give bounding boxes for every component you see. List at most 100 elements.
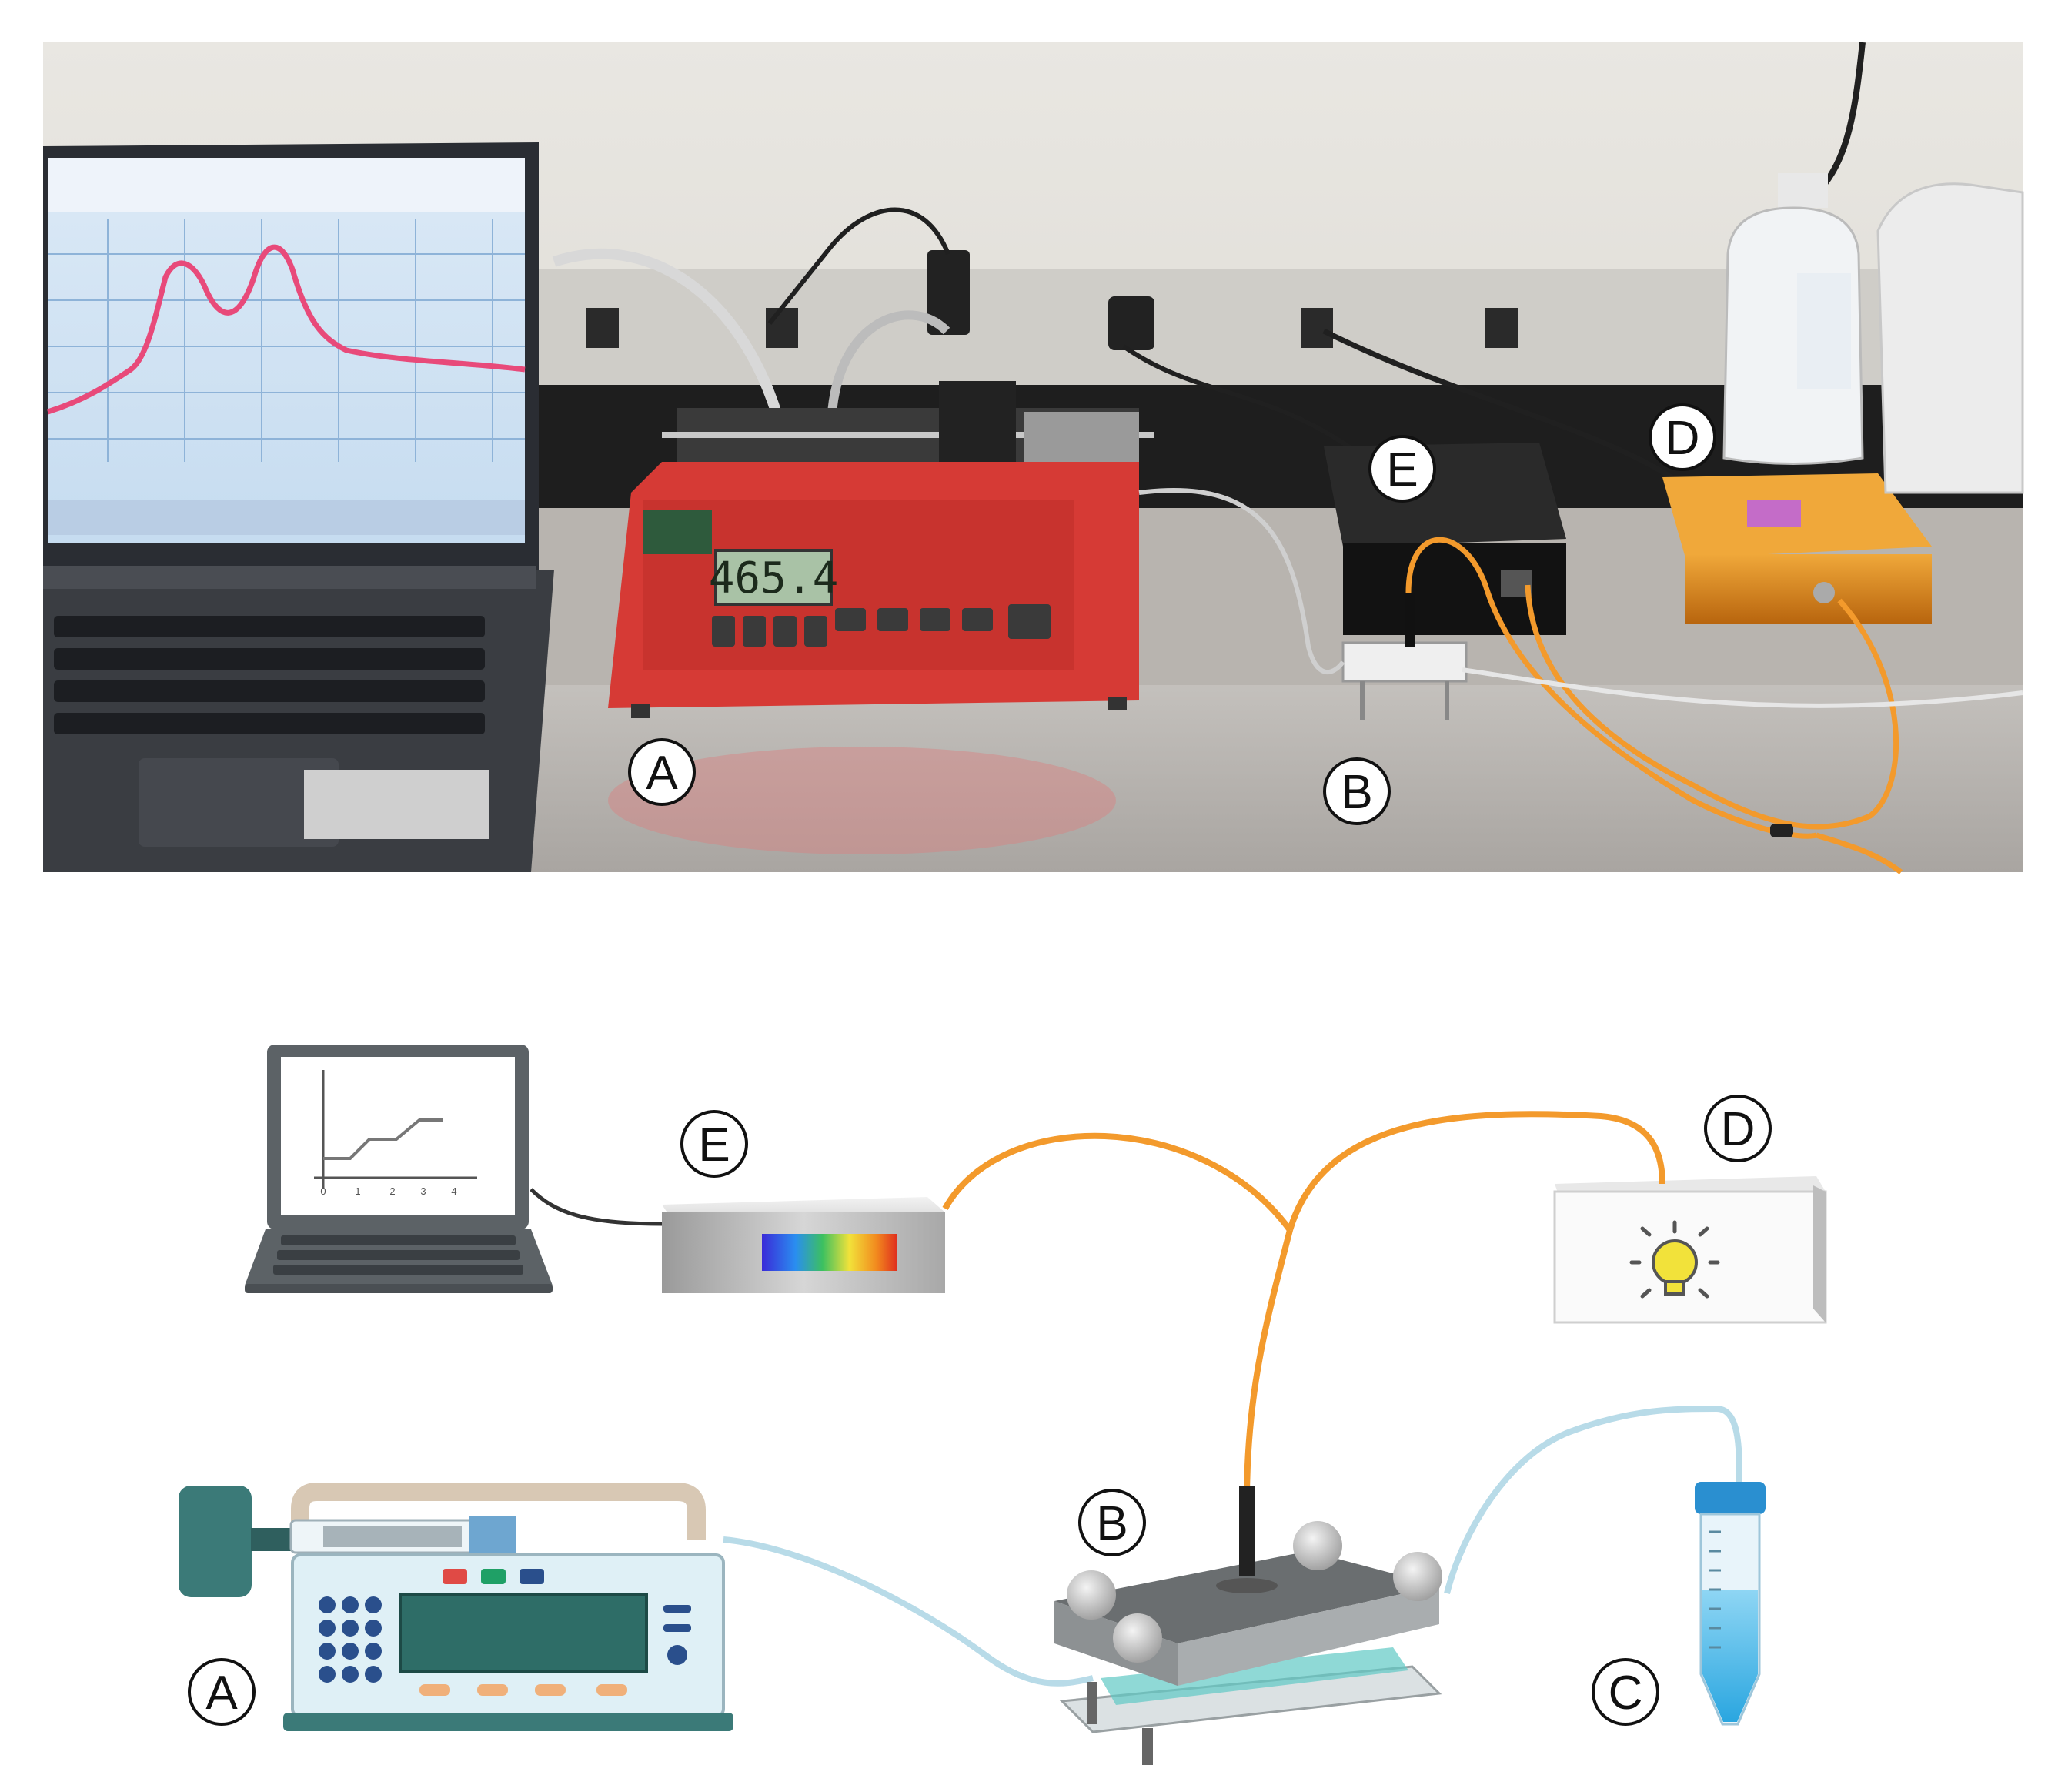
pump-buttons	[712, 604, 1051, 647]
keyboard	[273, 1235, 523, 1275]
plot-tick-2: 2	[389, 1185, 395, 1197]
schematic-callout-e: E	[680, 1110, 748, 1178]
spectrum-trace	[46, 244, 526, 415]
tubing-photo	[1462, 667, 2023, 708]
bottle-body	[1722, 206, 1864, 465]
pump-handle	[291, 1483, 706, 1540]
pump-screen	[399, 1593, 648, 1673]
syringe-plunger	[323, 1526, 462, 1547]
schematic-callout-c: C	[1592, 1658, 1659, 1726]
pump-display	[714, 549, 833, 606]
flow-cell-knob	[1293, 1521, 1342, 1570]
light-source-front	[1685, 554, 1932, 624]
usb-cable	[530, 1188, 663, 1226]
plot-step-line	[323, 1118, 443, 1160]
schematic-laptop: 0 1 2 3 4	[245, 1045, 553, 1293]
schematic-callout-a-label: A	[205, 1667, 238, 1720]
photo-callout-e-label: E	[1386, 443, 1418, 496]
plot-tick-1: 1	[355, 1185, 360, 1197]
outlet	[766, 308, 798, 348]
lightbulb-icon	[1629, 1220, 1720, 1299]
laptop-sticker	[304, 770, 489, 839]
schematic-callout-e-label: E	[698, 1118, 730, 1172]
tube-graduations	[1709, 1530, 1721, 1649]
schematic-callout-a: A	[188, 1658, 256, 1726]
screen-toolbar	[48, 158, 525, 212]
pump-clamp	[939, 381, 1016, 466]
fiber-optic-photo	[1525, 584, 1899, 830]
laptop	[43, 142, 554, 872]
flow-cell-knob	[1067, 1570, 1116, 1620]
spectrum-band	[762, 1234, 897, 1271]
laptop-screen	[281, 1057, 515, 1215]
flow-cell-knob	[1393, 1552, 1442, 1601]
schematic-callout-d: D	[1704, 1095, 1772, 1162]
light-source-photo	[1662, 473, 1932, 624]
collection-tube	[1695, 1482, 1766, 1726]
laptop-base-edge	[245, 1284, 553, 1293]
power-adapter	[927, 250, 970, 335]
photo-callout-a-label: A	[646, 747, 678, 800]
tubing-photo	[1138, 487, 1345, 675]
pump-tag	[643, 510, 712, 554]
flow-cell-probe	[1239, 1486, 1255, 1576]
cable	[1122, 344, 1371, 464]
pump-reflection	[608, 747, 1116, 854]
pump-base	[283, 1713, 733, 1731]
pump-motor	[179, 1486, 252, 1597]
wash-bottle	[1722, 173, 1864, 465]
keyboard	[54, 616, 485, 734]
fiber-optic-to-light-source	[1287, 1111, 1665, 1232]
flow-cell-channel	[1101, 1647, 1408, 1705]
schematic: 0 1 2 3 4	[179, 1045, 1827, 1765]
probe-tip	[1770, 824, 1793, 837]
flow-cell-photo	[1341, 593, 1468, 720]
light-source-side	[1813, 1185, 1826, 1322]
plot-tick-4: 4	[451, 1185, 456, 1197]
fiber-optic-to-spectrometer	[942, 1132, 1293, 1232]
plot-tick-0: 0	[320, 1185, 326, 1197]
light-source-label	[1747, 500, 1801, 527]
pump-motor-shaft	[251, 1528, 291, 1551]
light-source-connector	[1813, 582, 1835, 603]
schematic-callout-d-label: D	[1721, 1103, 1756, 1156]
photo-callout-a: A	[628, 738, 696, 806]
flow-cell-knob	[1113, 1613, 1162, 1663]
outlet	[1485, 308, 1518, 348]
pump-red-button	[443, 1569, 467, 1584]
photo-callout-d-label: D	[1665, 412, 1700, 465]
tube-cap	[1695, 1482, 1766, 1514]
flow-cell-bolt	[1142, 1728, 1153, 1765]
bottle-cap	[1778, 173, 1828, 208]
lab-photo: 465.4	[43, 42, 2024, 874]
schematic-callout-b-label: B	[1096, 1497, 1128, 1550]
schematic-spectrometer	[662, 1197, 945, 1293]
cable	[1322, 328, 1696, 495]
tube-liquid	[1702, 1590, 1758, 1722]
cable	[767, 207, 950, 325]
photo-callout-b: B	[1323, 757, 1391, 825]
tubing-flow-cell-to-tube	[1444, 1405, 1742, 1594]
bottle-label	[1797, 273, 1851, 389]
flow-cell-top-side	[1178, 1586, 1439, 1686]
pump-foot	[1108, 697, 1127, 710]
outlet	[586, 308, 619, 348]
photo-callout-d: D	[1649, 403, 1716, 471]
syringe-pump: 465.4	[608, 381, 1154, 718]
pump-display-value: 465.4	[709, 553, 839, 603]
pump-function-keys	[419, 1684, 627, 1696]
flow-cell-block	[1341, 641, 1468, 683]
screen-taskbar	[48, 500, 525, 535]
tubing-pump-to-flow-cell	[723, 1536, 1094, 1687]
schematic-flow-cell	[1054, 1486, 1442, 1765]
plot-tick-3: 3	[420, 1185, 426, 1197]
fiber-optic-photo	[1405, 537, 1817, 839]
outlet	[1301, 308, 1333, 348]
flow-cell-probe-port	[1216, 1578, 1278, 1593]
pump-foot	[631, 704, 650, 718]
touchpad	[139, 758, 339, 847]
pump-side-controls	[663, 1605, 691, 1665]
spectrometer-top	[1324, 443, 1566, 547]
laptop-hinge	[43, 566, 536, 589]
